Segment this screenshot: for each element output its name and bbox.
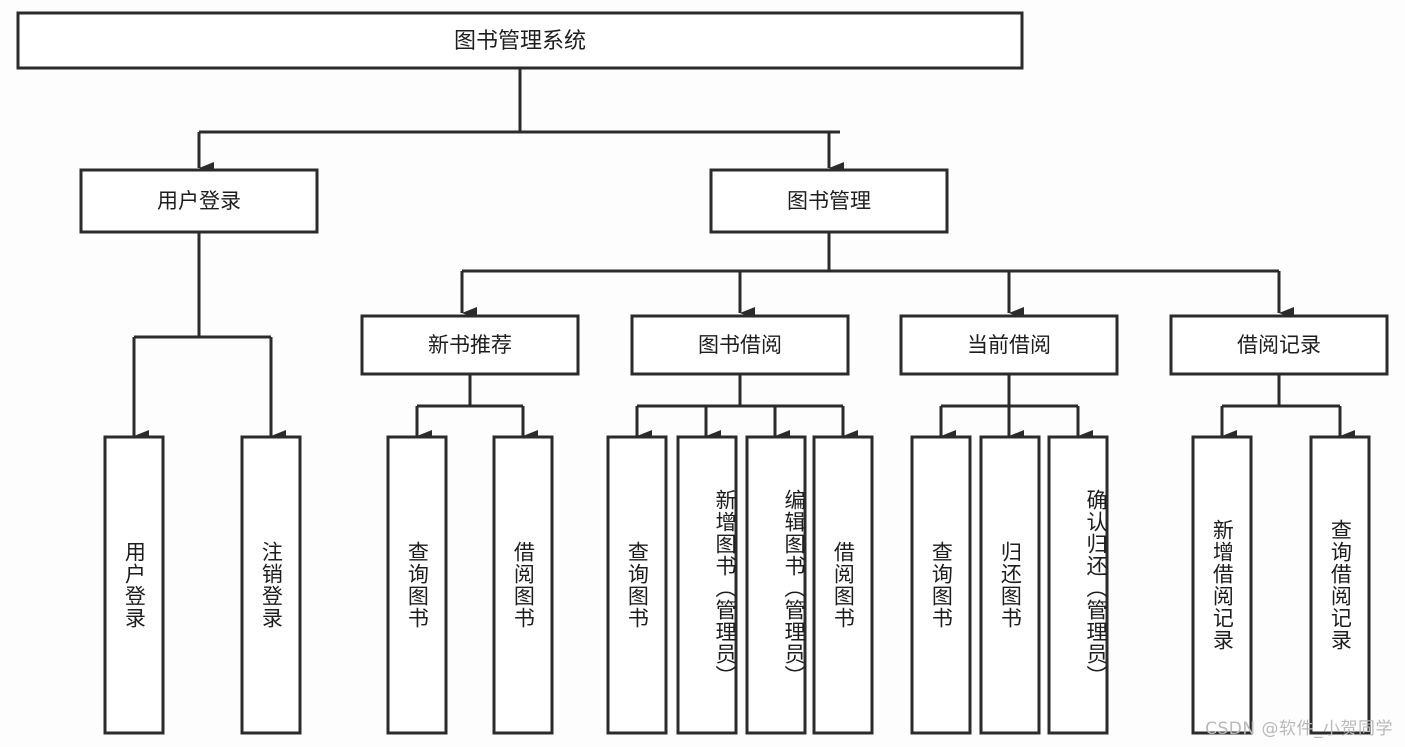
leaf-box-current-3[interactable] bbox=[1047, 435, 1109, 735]
leaf-box-borrow-1[interactable] bbox=[606, 435, 668, 735]
node-user-login-label: 用户登录 bbox=[157, 189, 241, 213]
node-book-borrow-label: 图书借阅 bbox=[698, 333, 782, 357]
connector-bookmgmt-to-level2 bbox=[460, 233, 1294, 319]
leaf-box-borrow-2[interactable] bbox=[676, 435, 738, 735]
node-new-book-recommend[interactable]: 新书推荐 bbox=[360, 314, 580, 376]
node-borrow-record-label: 借阅记录 bbox=[1237, 333, 1321, 357]
leaf-box-new-book-2[interactable] bbox=[492, 435, 554, 735]
node-new-book-recommend-label: 新书推荐 bbox=[428, 333, 512, 357]
leaf-box-user-login-2[interactable] bbox=[240, 435, 302, 735]
leaf-box-borrow-4[interactable] bbox=[812, 435, 874, 735]
node-root-label: 图书管理系统 bbox=[454, 29, 586, 54]
node-current-borrow-label: 当前借阅 bbox=[967, 333, 1051, 357]
connector-userlogin-to-leaves bbox=[132, 233, 286, 442]
node-current-borrow[interactable]: 当前借阅 bbox=[899, 314, 1119, 376]
connector-current-to-leaves bbox=[939, 375, 1093, 442]
leaf-box-current-1[interactable] bbox=[910, 435, 972, 735]
node-root[interactable]: 图书管理系统 bbox=[16, 11, 1024, 70]
leaf-box-record-1[interactable] bbox=[1191, 435, 1253, 735]
node-book-management[interactable]: 图书管理 bbox=[709, 168, 949, 234]
leaf-box-user-login-1[interactable] bbox=[103, 435, 165, 735]
node-user-login[interactable]: 用户登录 bbox=[79, 168, 319, 234]
connector-borrow-to-leaves bbox=[635, 375, 858, 442]
node-borrow-record[interactable]: 借阅记录 bbox=[1169, 314, 1389, 376]
connector-root-to-level1 bbox=[197, 68, 844, 174]
node-book-management-label: 图书管理 bbox=[787, 189, 871, 213]
csdn-watermark: CSDN @软件_小贺同学 bbox=[1205, 719, 1393, 739]
leaf-box-borrow-3[interactable] bbox=[745, 435, 807, 735]
node-book-borrow[interactable]: 图书借阅 bbox=[630, 314, 850, 376]
connector-newbook-to-leaves bbox=[415, 375, 538, 442]
connector-record-to-leaves bbox=[1220, 375, 1355, 442]
leaf-box-record-2[interactable] bbox=[1309, 435, 1371, 735]
leaf-box-current-2[interactable] bbox=[979, 435, 1041, 735]
leaf-box-new-book-1[interactable] bbox=[386, 435, 448, 735]
